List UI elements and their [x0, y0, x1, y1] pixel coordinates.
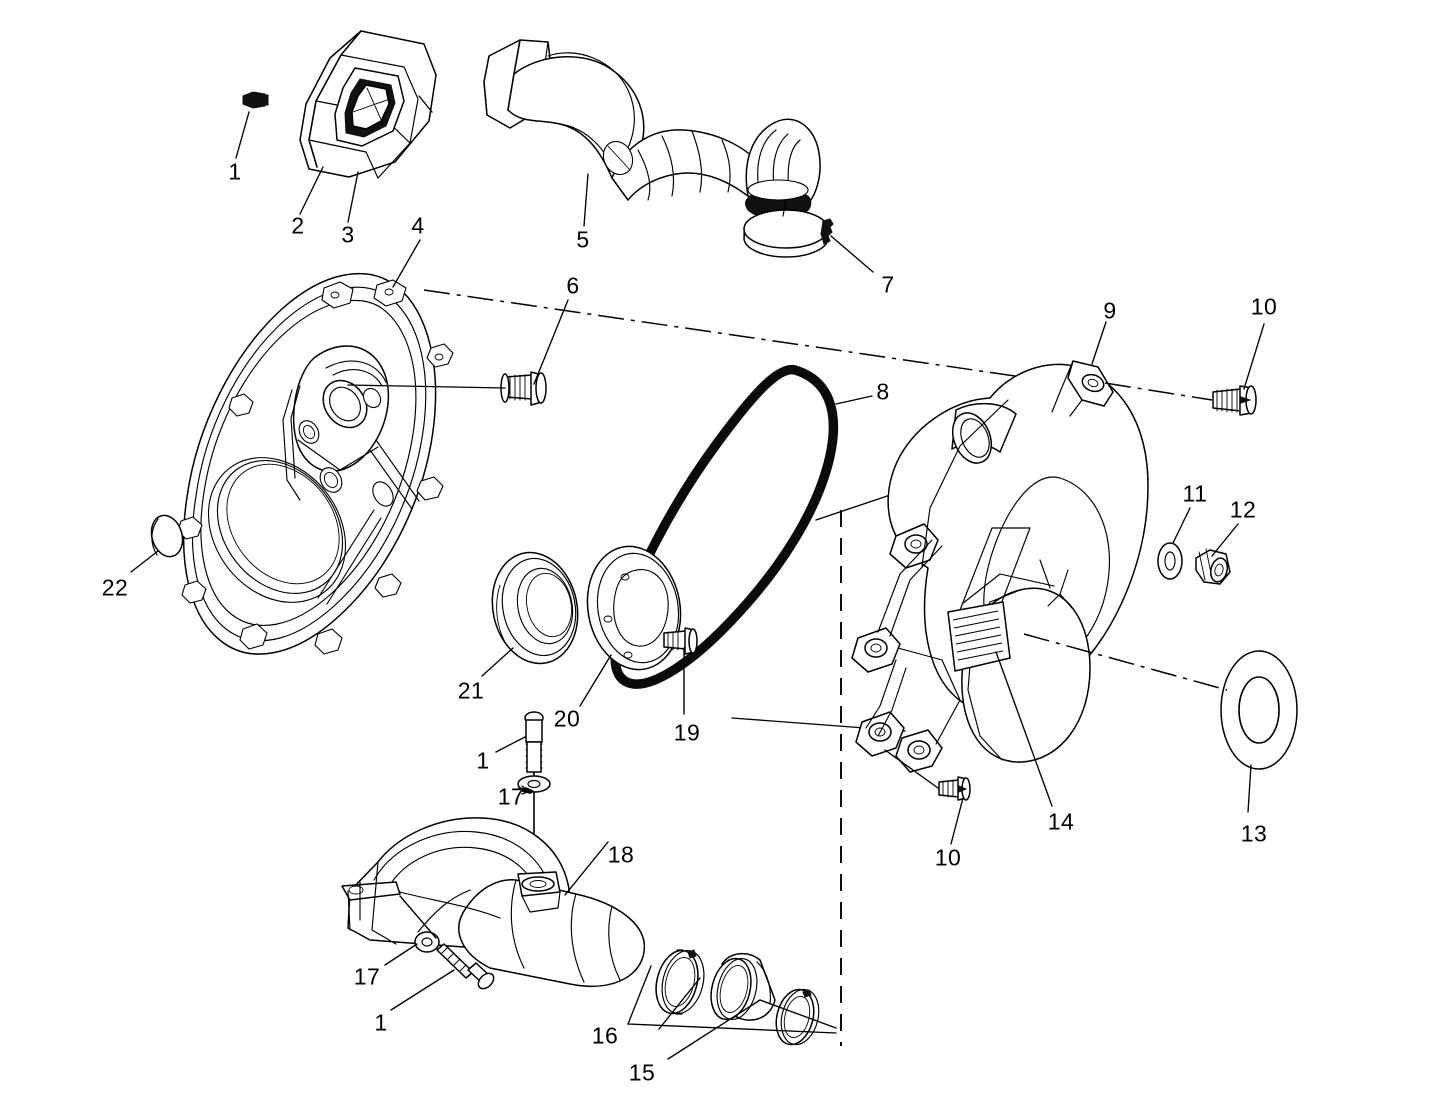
callout-6-cover-screw: 6 [566, 272, 580, 299]
callout-3-air-intake-seal: 3 [341, 221, 355, 248]
callout-9-inner-clutch-cover: 9 [1103, 297, 1117, 324]
callout-21-seal-ring: 21 [457, 677, 485, 704]
callout-4-outer-clutch-cover: 4 [411, 212, 425, 239]
callout-1b-screw-lower: 1 [374, 1009, 388, 1036]
callout-7-hose-clamp: 7 [881, 271, 895, 298]
part-10-screw-upper [1104, 323, 1265, 416]
callout-11-washer: 11 [1182, 480, 1208, 507]
part-4-outer-clutch-cover [177, 239, 454, 655]
part-1-screw-top [235, 91, 269, 159]
callout-2-air-intake-boot: 2 [291, 212, 305, 239]
callout-8-drive-belt: 8 [876, 378, 890, 405]
part-11-washer [1157, 507, 1191, 580]
callout-13-seal-washer: 13 [1240, 820, 1268, 847]
callout-20-belt-guide-plate: 20 [553, 705, 581, 732]
part-2-air-intake-boot [299, 30, 437, 223]
callout-1-screw: 1 [228, 158, 242, 185]
part-10b-screw-lower [884, 749, 971, 845]
callout-15-duct-clamp: 15 [628, 1059, 656, 1086]
callout-16-duct-ring: 16 [591, 1022, 619, 1049]
callout-5-intake-duct-hose: 5 [576, 226, 590, 253]
callout-10b-screw-lower: 10 [934, 844, 962, 871]
callout-12-drain-plug: 12 [1229, 496, 1257, 523]
callout-1c-screw-center: 1 [476, 747, 490, 774]
callout-22-inspection-plug: 22 [101, 574, 129, 601]
part-9-inner-clutch-cover [851, 321, 1149, 773]
callout-19-assembly-reference: 19 [673, 719, 701, 746]
part-12-drain-plug [1195, 523, 1239, 585]
part-18-air-outlet-duct [341, 817, 646, 987]
part-14-warning-decal [947, 601, 1053, 807]
part-7-hose-clamp [743, 199, 874, 273]
part-8-drive-belt [610, 364, 873, 689]
part-20-belt-guide-plate [579, 545, 698, 715]
part-5-intake-duct-hose [483, 39, 821, 227]
part-1b-screw-lower [390, 943, 495, 1011]
part-1c-screw-center [495, 711, 544, 891]
callout-17-flat-washer-lower: 17 [353, 963, 381, 990]
part-16-duct-rings [627, 949, 837, 1060]
part-13-seal-washer [1023, 633, 1298, 813]
callout-14-warning-decal: 14 [1047, 808, 1075, 835]
part-22-inspection-plug [130, 514, 184, 573]
part-21-seal-ring [481, 551, 579, 677]
part-6-cover-screw [347, 289, 1105, 406]
callout-18-air-outlet-duct: 18 [607, 841, 635, 868]
callout-17b-flat-washer-center: 17 [497, 783, 525, 810]
callout-10-screw-upper: 10 [1250, 293, 1278, 320]
part-17-washer-lower [384, 895, 440, 966]
